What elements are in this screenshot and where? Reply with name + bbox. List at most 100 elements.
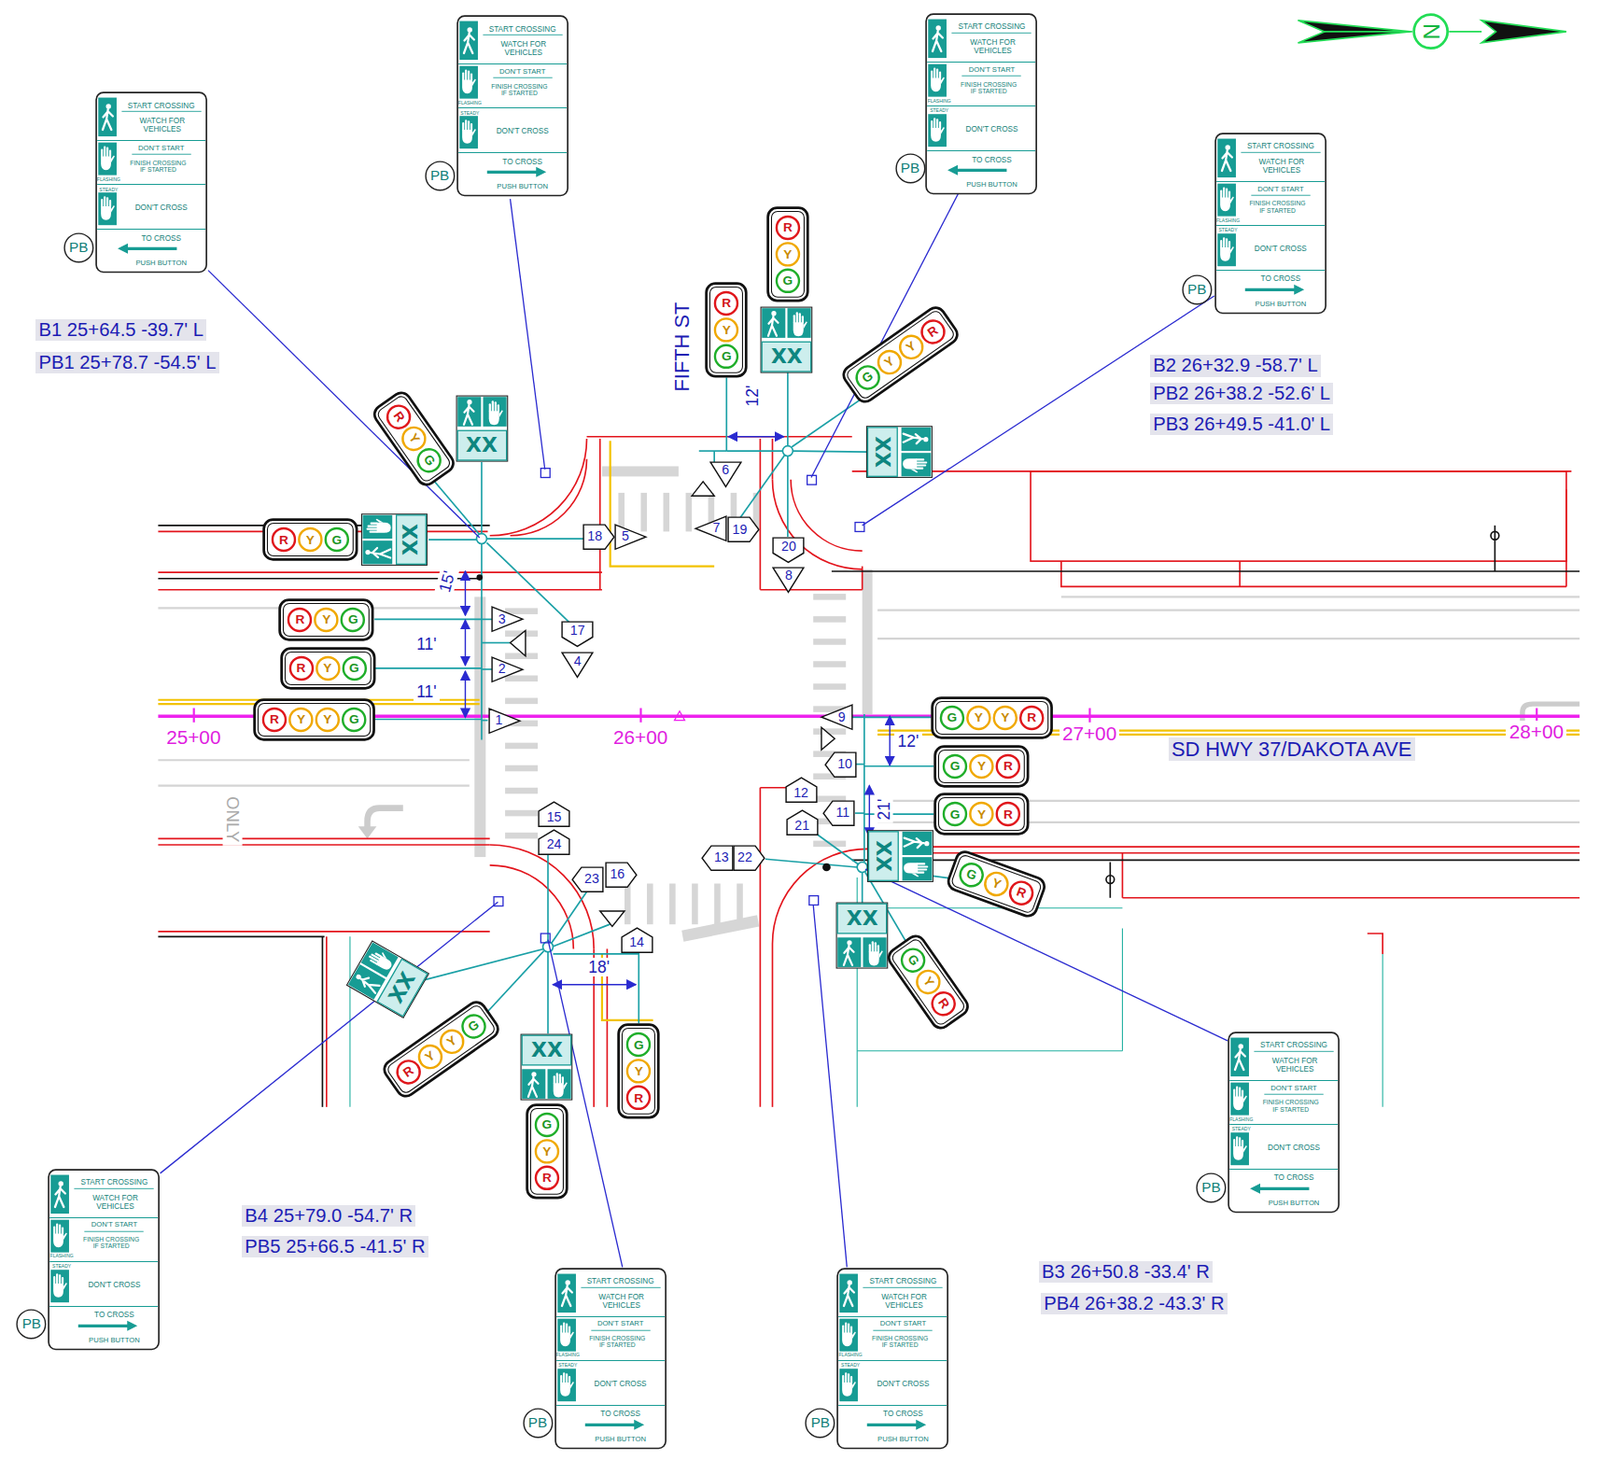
node-text: DON'T CROSS <box>576 1376 665 1391</box>
hand-icon <box>53 1273 68 1298</box>
shape <box>464 120 467 132</box>
shape <box>1220 190 1222 199</box>
shape <box>1224 144 1230 150</box>
shape <box>462 129 473 144</box>
plan-label: 11' <box>413 634 440 654</box>
shape <box>111 205 115 213</box>
signal-number: 1 <box>488 707 521 734</box>
node-text: START CROSSING <box>1249 1039 1338 1052</box>
shape <box>844 309 956 402</box>
signal-number: 14 <box>620 926 654 954</box>
shape <box>346 940 429 1018</box>
node-text: TO CROSS <box>858 1407 947 1419</box>
node-text: TO CROSS <box>478 155 567 168</box>
node-text: 6 <box>715 463 736 478</box>
shape <box>486 170 537 174</box>
lane-line <box>358 826 378 839</box>
node-text: PB <box>1195 1172 1227 1204</box>
shape <box>100 156 112 171</box>
plan-label: 26+00 <box>610 726 672 749</box>
shape <box>768 207 809 300</box>
shape <box>1220 197 1231 212</box>
shape <box>50 1305 159 1307</box>
node-text: 1 <box>489 713 510 729</box>
shape <box>565 1322 568 1334</box>
shape <box>53 1225 56 1235</box>
shape <box>467 70 470 82</box>
node-text: R <box>629 1088 648 1108</box>
signal-number: 20 <box>771 536 805 563</box>
shape <box>847 1322 850 1334</box>
shape <box>785 777 817 802</box>
node-text: 15 <box>544 809 565 825</box>
shape <box>869 952 880 967</box>
node-text: WATCH FOR VEHICLES <box>961 34 1025 59</box>
shape <box>264 519 357 561</box>
shape <box>939 71 941 80</box>
curb-line <box>599 438 602 590</box>
ped-push-button-sign: START CROSSINGWATCH FOR VEHICLESDON'T ST… <box>95 91 208 274</box>
plan-label: B4 25+79.0 -54.7' R <box>241 1205 416 1227</box>
node-text: R <box>998 757 1018 776</box>
node-text: TO CROSS <box>947 154 1036 166</box>
ped-signal-head: XX <box>835 901 889 969</box>
shape <box>111 155 115 164</box>
row-line <box>350 877 1383 1108</box>
crosswalk-bar <box>505 607 538 615</box>
shape <box>843 945 855 966</box>
node-text: R <box>291 610 310 630</box>
shape <box>342 657 365 680</box>
shape <box>996 755 1020 778</box>
shape <box>528 1077 539 1097</box>
walk-icon <box>353 972 380 995</box>
shape <box>1238 1136 1241 1148</box>
shape <box>877 945 880 954</box>
signal-number: 9 <box>820 703 854 730</box>
node-text: STEADY <box>47 1263 76 1271</box>
shape <box>850 1375 853 1384</box>
shape <box>771 310 777 316</box>
plan-label: 21' <box>874 795 894 823</box>
hand-icon <box>462 120 477 145</box>
shape <box>364 549 370 555</box>
signal-wire <box>374 667 482 670</box>
shape <box>370 547 391 559</box>
signal-wire <box>713 450 716 464</box>
shape <box>1216 181 1325 183</box>
shape <box>105 104 111 110</box>
ped-push-button-sign: START CROSSINGWATCH FOR VEHICLESDON'T ST… <box>1214 132 1327 315</box>
shape <box>839 1404 948 1406</box>
node-text: WATCH FOR VEHICLES <box>84 1190 148 1215</box>
shape <box>1230 1082 1250 1116</box>
shape <box>556 1316 665 1318</box>
shape <box>615 524 646 549</box>
shape <box>1225 188 1228 199</box>
walk-icon <box>463 28 475 55</box>
curb-line <box>759 589 862 591</box>
node-text: Y <box>318 710 337 730</box>
node-text: DON'T START <box>1236 183 1325 196</box>
node-text: FINISH CROSSING IF STARTED <box>957 77 1020 99</box>
survey-line <box>674 711 686 721</box>
signal-number: 15 <box>537 800 571 828</box>
shape <box>555 1268 666 1448</box>
shape <box>562 1372 565 1384</box>
node-text: G <box>344 659 364 678</box>
shape <box>462 80 473 95</box>
hand-icon <box>1220 237 1235 262</box>
node-text: G <box>945 757 965 776</box>
signal-number: 4 <box>561 651 594 678</box>
shape <box>584 1422 635 1426</box>
shape <box>58 1223 61 1235</box>
shape <box>56 1222 58 1235</box>
shape <box>272 528 295 551</box>
leader-line <box>208 270 480 538</box>
signal-number: 22 <box>732 844 766 871</box>
shape <box>1253 1051 1334 1053</box>
leader-line <box>855 522 865 533</box>
node-text: PUSH BUTTON <box>1236 298 1325 310</box>
shape <box>956 859 986 889</box>
shape <box>776 242 800 266</box>
hand-icon <box>869 941 884 967</box>
